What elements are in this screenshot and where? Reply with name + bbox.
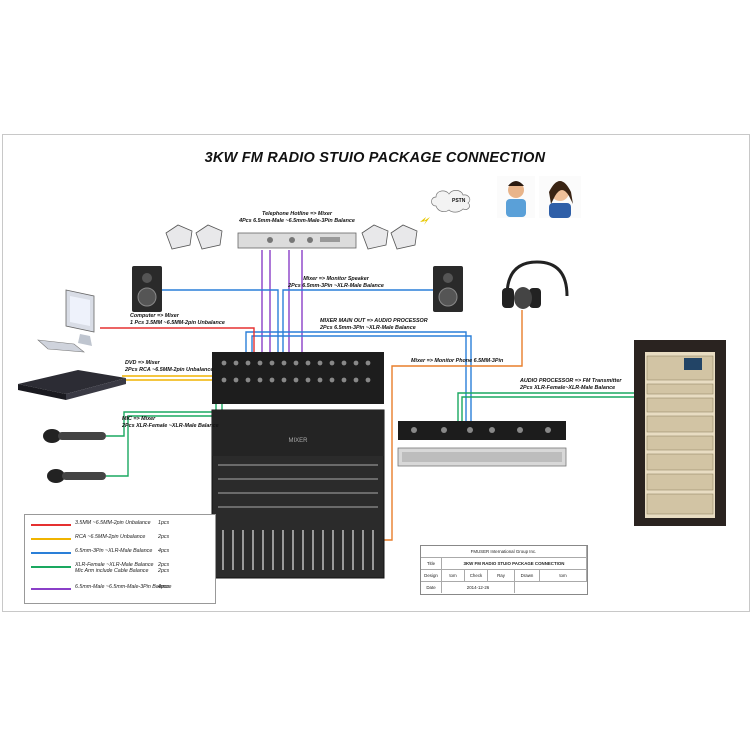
monitor-speaker-right [433, 266, 463, 312]
audio-processor-rear [398, 421, 566, 440]
headphone-icon [502, 260, 569, 309]
label-mainout-line2: 2Pcs 6.5mm-3Pin ~XLR-Male Balance [320, 324, 416, 331]
label-computer-line2: 1 Pcs 3.5MM ~6.5MM-2pin Unbalance [130, 319, 225, 326]
legend-text-red: 3.5MM ~6.5MM-2pin Unbalance [75, 520, 151, 526]
dvd-player-icon [18, 370, 126, 400]
svg-text:MIXER: MIXER [288, 438, 308, 444]
legend-text-yellow: RCA ~6.5MM-2pin Unbalance [75, 534, 146, 540]
tb-title-label: Title [421, 558, 442, 570]
label-mic: MIC => Mixer 2Pcs XLR-Female ~XLR-Male B… [122, 416, 219, 429]
label-computer-line1: Computer => Mixer [130, 313, 179, 319]
telephone-icon-right [361, 224, 418, 250]
legend-swatch-red [31, 524, 71, 526]
legend-qty-purple: 4pcs [158, 584, 170, 590]
pstn-cloud-icon [431, 190, 471, 213]
title-block: FMUSER International Group Inc. Title 3K… [420, 545, 588, 595]
caller-boy-image [497, 176, 535, 218]
monitor-speaker-left [132, 266, 162, 312]
legend-row-yellow: RCA ~6.5MM-2pin Unbalance 2pcs [25, 533, 215, 545]
label-computer: Computer => Mixer 1 Pcs 3.5MM ~6.5MM-2pi… [130, 313, 225, 326]
tb-date-label: Date [421, 582, 442, 593]
tb-check-value: Ray [488, 570, 515, 582]
legend-text-green-2: Mic Arm include Cable Balance [75, 568, 149, 574]
telephone-hybrid-unit [237, 232, 357, 249]
diagram-title: 3KW FM RADIO STUIO PACKAGE CONNECTION [204, 150, 546, 166]
legend-text-blue: 6.5mm-3Pin ~XLR-Male Balance [75, 548, 153, 554]
mixer-rear-panel [212, 352, 384, 404]
legend-qty-green: 2pcs [158, 562, 170, 568]
label-mainout-line1: MIXER MAIN OUT => AUDIO PROCESSOR [320, 318, 428, 324]
label-hotline-line1: Telephone Hotline => Mixer [262, 211, 332, 217]
legend-row-green: XLR-Female ~XLR-Male Balance 2pcs Mic Ar… [25, 561, 215, 581]
mixer-top-panel: MIXER [211, 409, 385, 579]
fm-transmitter-cabinet [634, 340, 726, 526]
orange-cable-headphone [376, 310, 523, 541]
label-processor-line2: 2Pcs XLR-Female~XLR-Male Balance [520, 384, 616, 391]
legend-qty-green-2: 2pcs [158, 568, 170, 574]
label-phone-line1: Mixer => Monitor Phone 6.5MM-3Pin [411, 358, 504, 364]
label-monitor-line2: 2Pcs 6.5mm-3Pin ~XLR-Male Balance [288, 282, 384, 289]
computer-icon [37, 289, 95, 353]
tb-title-value: 3KW FM RADIO STUIO PACKAGE CONNECTION [442, 558, 587, 570]
label-dvd: DVD => Mixer 2Pcs RCA ~6.5MM-2pin Unbala… [125, 360, 213, 373]
tb-design-value: tom [442, 570, 465, 582]
tb-company: FMUSER International Group Inc. [421, 546, 587, 558]
legend-swatch-blue [31, 552, 71, 554]
label-phone: Mixer => Monitor Phone 6.5MM-3Pin [411, 358, 503, 365]
legend-row-red: 3.5MM ~6.5MM-2pin Unbalance 1pcs [25, 519, 215, 531]
microphone-icon-1 [43, 429, 106, 443]
audio-processor-front [397, 447, 567, 467]
label-processor-line1: AUDIO PROCESSOR => FM Transmitter [520, 378, 622, 384]
legend-row-purple: 6.5mm-Male ~6.5mm-Male-3Pin Balance 4pcs [25, 583, 215, 595]
tb-drawn-value: tom [540, 570, 587, 582]
microphone-icon-2 [47, 469, 106, 483]
legend-qty-blue: 4pcs [158, 548, 170, 554]
tb-date-value: 2014-12-26 [442, 582, 515, 593]
legend-text-green: XLR-Female ~XLR-Male Balance [75, 562, 154, 568]
tb-drawn-label: Drawn [515, 570, 540, 582]
legend-row-blue: 6.5mm-3Pin ~XLR-Male Balance 4pcs [25, 547, 215, 559]
legend-qty-red: 1pcs [158, 520, 170, 526]
pstn-label: PSTN [452, 198, 466, 204]
label-mic-line2: 2Pcs XLR-Female ~XLR-Male Balance [122, 422, 219, 429]
green-cable-processor-1 [457, 392, 650, 425]
legend-qty-yellow: 2pcs [158, 534, 170, 540]
legend-swatch-purple [31, 588, 71, 590]
green-cable-mic-1 [106, 400, 217, 437]
label-dvd-line2: 2Pcs RCA ~6.5MM-2pin Unbalance [125, 366, 214, 373]
label-processor: AUDIO PROCESSOR => FM Transmitter 2Pcs X… [520, 378, 621, 391]
tb-check-label: Check [465, 570, 488, 582]
label-mic-line1: MIC => Mixer [122, 416, 156, 422]
legend-swatch-yellow [31, 538, 71, 540]
label-hotline-line2: 4Pcs 6.5mm-Male ~6.5mm-Male-3Pin Balance [239, 217, 355, 224]
cable-legend: 3.5MM ~6.5MM-2pin Unbalance 1pcs RCA ~6.… [24, 514, 216, 604]
label-hotline: Telephone Hotline => Mixer 4Pcs 6.5mm-Ma… [232, 211, 362, 224]
lightning-icon [420, 217, 430, 225]
telephone-icon-left [165, 224, 223, 250]
tb-design-label: Design [421, 570, 442, 582]
legend-swatch-green [31, 566, 71, 568]
tb-empty-cell [515, 582, 586, 593]
caller-girl-image [539, 176, 581, 218]
label-mainout: MIXER MAIN OUT => AUDIO PROCESSOR 2Pcs 6… [320, 318, 428, 331]
label-dvd-line1: DVD => Mixer [125, 360, 160, 366]
legend-text-purple: 6.5mm-Male ~6.5mm-Male-3Pin Balance [75, 584, 172, 590]
green-cable-processor-2 [461, 396, 650, 425]
label-monitor-line1: Mixer => Monitor Speaker [303, 276, 369, 282]
label-monitor: Mixer => Monitor Speaker 2Pcs 6.5mm-3Pin… [286, 276, 386, 289]
